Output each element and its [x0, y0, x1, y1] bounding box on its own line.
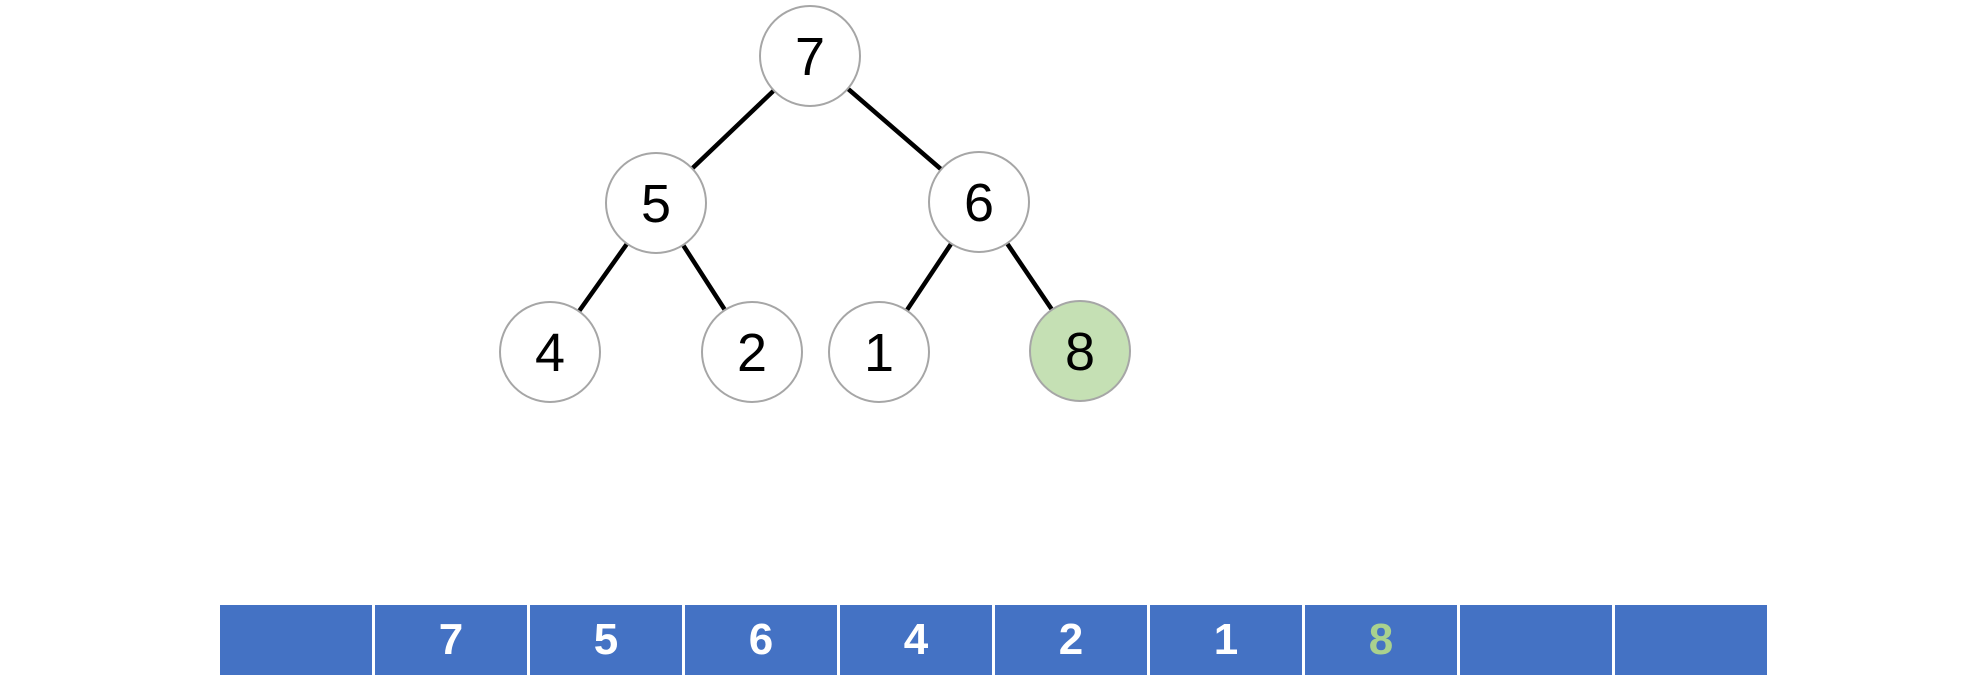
array-cell-8: [1460, 605, 1612, 675]
array-cell-3: 6: [685, 605, 837, 675]
tree-node-label-5: 5: [641, 174, 671, 234]
tree-node-circle-1: [828, 301, 930, 403]
array-cell-9: [1615, 605, 1767, 675]
tree-node-circle-7: [759, 5, 861, 107]
tree-node-label-7: 7: [795, 27, 825, 87]
array-cell-7: 8: [1305, 605, 1457, 675]
tree-node-circle-4: [499, 301, 601, 403]
tree-node-circle-6: [928, 151, 1030, 253]
array-cell-2: 5: [530, 605, 682, 675]
tree-node-label-8: 8: [1065, 322, 1095, 382]
array-cell-0: [220, 605, 372, 675]
array-cell-5: 2: [995, 605, 1147, 675]
tree-node-label-4: 4: [535, 323, 565, 383]
tree-node-label-6: 6: [964, 173, 994, 233]
tree-node-label-2: 2: [737, 323, 767, 383]
tree-node-circle-8: [1029, 300, 1131, 402]
array-cell-1: 7: [375, 605, 527, 675]
tree-node-label-1: 1: [864, 323, 894, 383]
array-cell-6: 1: [1150, 605, 1302, 675]
array-cell-4: 4: [840, 605, 992, 675]
tree-node-circle-2: [701, 301, 803, 403]
tree-node-circle-5: [605, 152, 707, 254]
